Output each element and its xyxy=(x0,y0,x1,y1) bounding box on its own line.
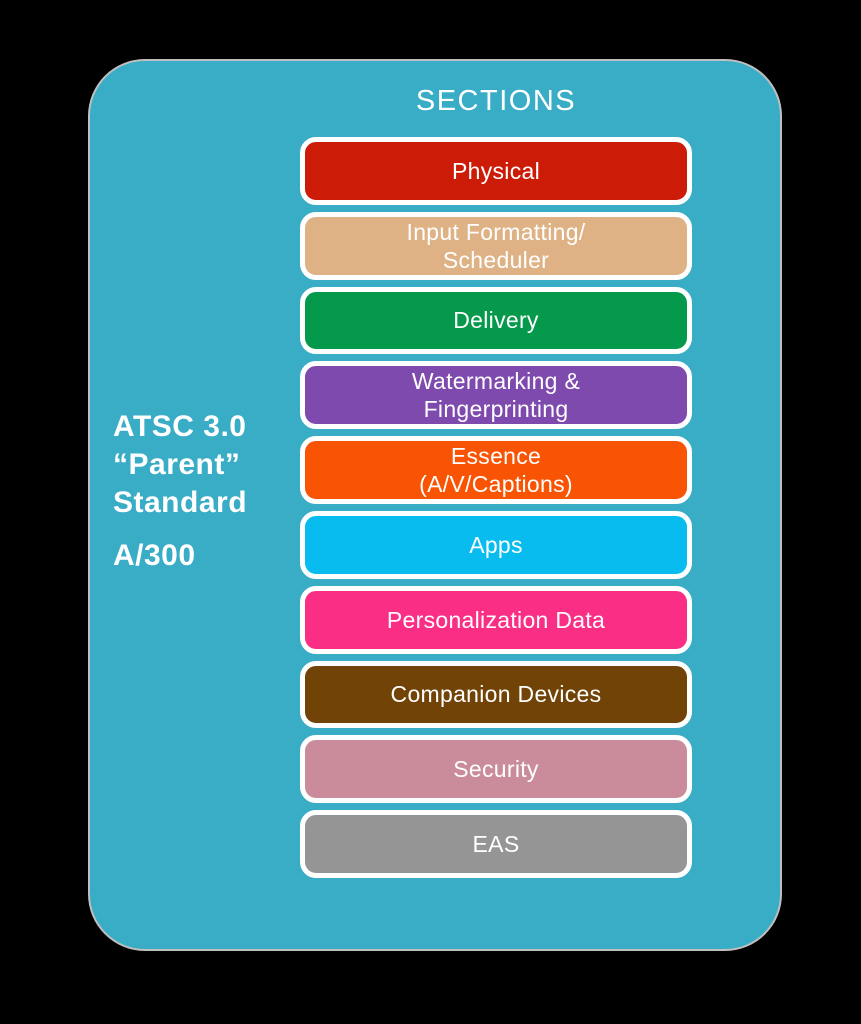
section-bar-companion-devices: Companion Devices xyxy=(300,660,692,729)
section-bar-eas: EAS xyxy=(300,810,692,878)
atsc-standard-card: SECTIONS ATSC 3.0 “Parent” Standard A/30… xyxy=(90,61,780,949)
parent-standard-line-1: ATSC 3.0 xyxy=(113,410,247,443)
section-bar-label: Security xyxy=(453,756,539,783)
doc-number-a300: A/300 xyxy=(113,539,196,572)
section-bar-label: Personalization Data xyxy=(386,606,606,633)
section-bar-apps: Apps xyxy=(300,510,692,579)
section-bar-physical: Physical xyxy=(300,137,692,205)
sections-stack: Physical Input Formatting/ Scheduler Del… xyxy=(300,137,692,878)
sections-title: SECTIONS xyxy=(415,85,577,117)
section-bar-watermarking-fingerprinting: Watermarking & Fingerprinting xyxy=(300,361,692,430)
section-bar-essence-av-captions: Essence (A/V/Captions) xyxy=(300,436,692,504)
section-bar-delivery: Delivery xyxy=(300,286,692,355)
parent-standard-line-3: Standard xyxy=(113,486,248,519)
parent-standard-label: ATSC 3.0 “Parent” Standard A/300 xyxy=(113,408,303,575)
section-bar-label: Input Formatting/ Scheduler xyxy=(406,218,586,273)
section-bar-label: EAS xyxy=(472,831,520,858)
section-bar-label: Essence (A/V/Captions) xyxy=(419,443,573,498)
section-bar-label: Companion Devices xyxy=(390,681,602,708)
section-bar-label: Delivery xyxy=(453,307,539,334)
section-bar-label: Physical xyxy=(451,157,541,184)
section-bar-label: Apps xyxy=(469,531,523,558)
parent-standard-line-2: “Parent” xyxy=(113,448,241,481)
section-bar-input-formatting-scheduler: Input Formatting/ Scheduler xyxy=(300,211,692,280)
section-bar-personalization-data: Personalization Data xyxy=(300,585,692,654)
section-bar-label: Watermarking & Fingerprinting xyxy=(411,368,581,423)
section-bar-security: Security xyxy=(300,735,692,804)
